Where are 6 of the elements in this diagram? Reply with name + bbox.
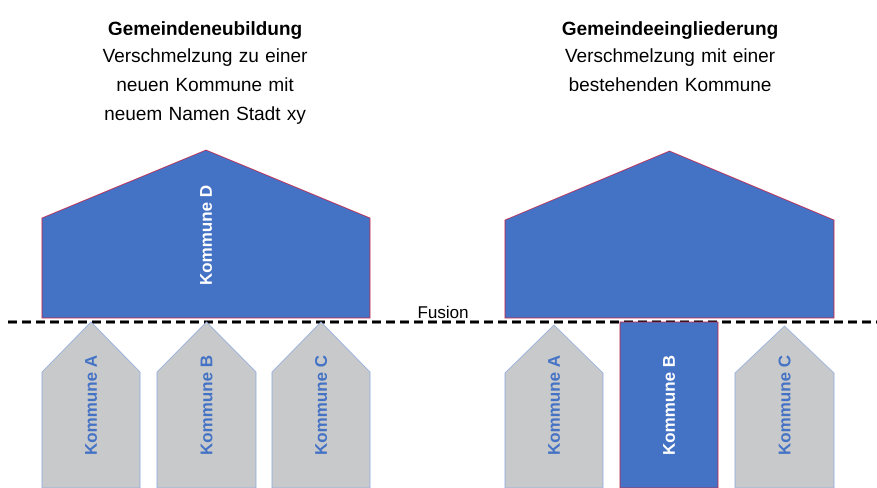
description: Verschmelzung mit einer bestehenden Kommune	[565, 48, 775, 92]
line-label: Fusion	[418, 306, 468, 318]
heading: Gemeindeeingliederung	[562, 21, 777, 39]
description: Verschmelzung zu einer neuen Kommune mit neuem Namen Stadt xy	[102, 48, 308, 124]
heading: Gemeindeneubildung	[108, 21, 301, 39]
house-shape	[504, 150, 834, 318]
